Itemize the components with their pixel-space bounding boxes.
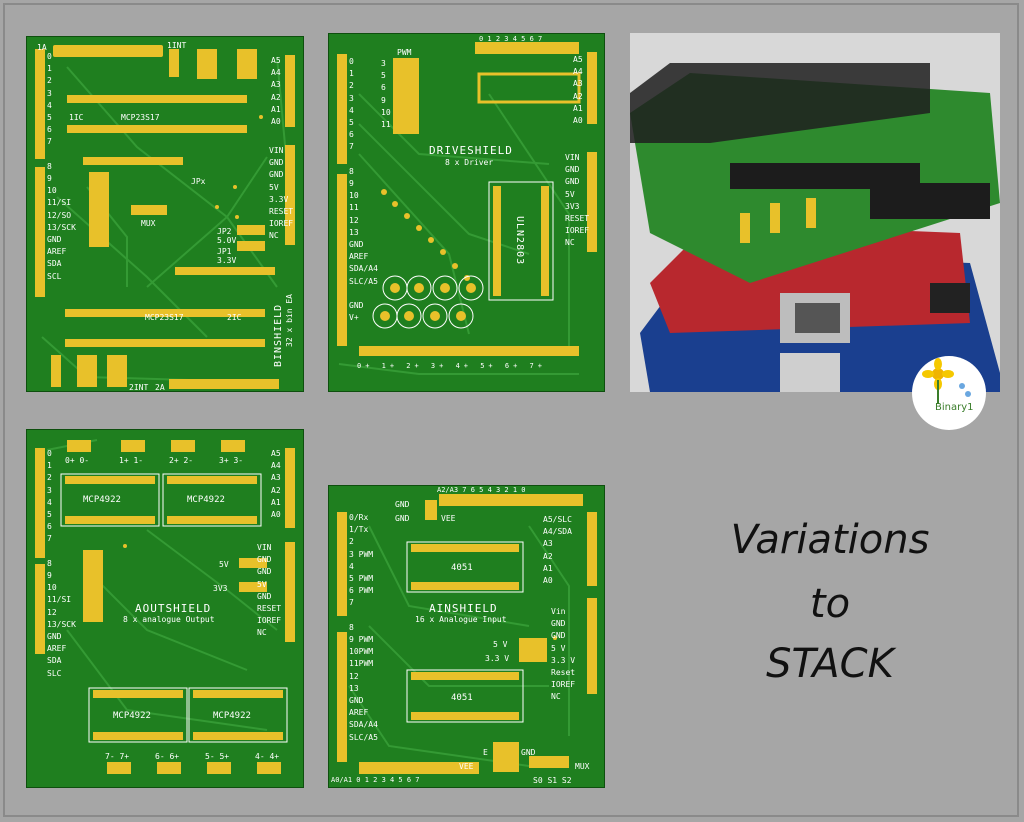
flower-logo-icon <box>922 358 971 404</box>
ainshield-power-pins: Vin GND GND 5 V 3.3 V Reset IOREF NC <box>551 607 576 702</box>
driveshield-bottom-row: 0+ 1+ 2+ 3+ 4+ 5+ 6+ 7+ <box>357 362 546 370</box>
ain-mux-pins: S0 S1 S2 <box>533 776 572 785</box>
aoutshield-left-pins: 0 1 2 3 4 5 6 7 8 9 10 11/SI 12 13/SCK G… <box>47 449 76 678</box>
aoutshield-subtitle: 8 x analogue Output <box>123 615 215 624</box>
aoutshield-board: 0+ 0- 1+ 1- 2+ 2- 3+ 3- MCP4922 MCP4922 … <box>26 429 304 788</box>
binshield-power-pins: VIN GND GND 5V 3.3V RESET IOREF NC <box>269 146 294 241</box>
ainshield-left-pins: 0/Rx 1/Tx 2 3 PWM 4 5 PWM 6 PWM 7 8 9 PW… <box>349 513 378 742</box>
mcp4922-chip-3: MCP4922 <box>113 711 151 721</box>
ain-gnd-label-2: GND <box>395 514 410 523</box>
ain-mux-label: MUX <box>575 762 590 771</box>
stack-illustration <box>630 33 1000 392</box>
ainshield-title: AINSHIELD <box>429 602 498 615</box>
aout-top-label-1: 1+ 1- <box>119 456 144 465</box>
ainshield-board: A2/A3 7 6 5 4 3 2 1 0 GND GND VEE 4051 4… <box>328 485 605 788</box>
aout-bottom-label-1: 6- 6+ <box>155 752 180 761</box>
chip-ref-2: 2IC <box>227 313 242 322</box>
label-jpx: JPx <box>191 177 206 186</box>
driveshield-left-pins: 0 1 2 3 4 5 6 7 8 9 10 11 12 13 GND AREF… <box>349 57 378 323</box>
ainshield-bottom-numbers: A0/A1 0 1 2 3 4 5 6 7 <box>331 776 420 784</box>
aout-top-label-3: 3+ 3- <box>219 456 244 465</box>
ain-e-label: E <box>483 748 488 757</box>
aout-top-label-0: 0+ 0- <box>65 456 90 465</box>
chip-label-bottom: MCP23S17 <box>145 313 184 322</box>
driver-top-numbers: 0 1 2 3 4 5 6 7 <box>479 35 543 43</box>
ainshield-artwork <box>337 494 597 774</box>
chip-label-top: MCP23S17 <box>121 113 160 122</box>
binshield-right-pins: A5 A4 A3 A2 A1 A0 <box>271 56 281 127</box>
uln2803-chip-label: ULN2803 <box>514 216 525 266</box>
mcp4922-chip-1: MCP4922 <box>83 495 121 505</box>
caption-line-2: to <box>809 581 851 627</box>
label-jp2: JP2 5.0V <box>217 227 237 245</box>
ain-vee-label: VEE <box>441 514 456 523</box>
pwm-pin-numbers: 3 5 6 9 10 11 <box>381 59 391 130</box>
label-mux: MUX <box>141 219 156 228</box>
driveshield-title: DRIVESHIELD <box>429 144 513 157</box>
driveshield-power-pins: VIN GND GND 5V 3V3 RESET IOREF NC <box>565 153 590 248</box>
jumper-label-1a: 1A <box>37 43 47 52</box>
mcp4922-chip-2: MCP4922 <box>187 495 225 505</box>
label-2int: 2INT <box>129 383 149 392</box>
aout-bottom-label-2: 5- 5+ <box>205 752 230 761</box>
pwm-label: PWM <box>397 48 412 57</box>
ainshield-subtitle: 16 x Analogue Input <box>415 615 507 624</box>
aoutshield-artwork <box>35 439 295 774</box>
image-frame <box>3 3 1019 817</box>
ain-vee-label-2: VEE <box>459 762 474 771</box>
binary1-logo: Binary1 <box>912 356 986 430</box>
jumper-3v3-label: 3V3 <box>213 584 228 593</box>
driveshield-right-pins: A5 A4 A3 A2 A1 A0 <box>573 55 583 126</box>
binshield-board: 1IC MCP23S17 MCP23S17 2IC 0 1 2 3 4 5 6 … <box>26 36 304 392</box>
logo-text: Binary1 <box>935 402 974 413</box>
driveshield-board: PWM 3 5 6 9 10 11 0 1 2 3 4 5 6 7 0 1 2 … <box>328 33 605 392</box>
jumper-label-1int: 1INT <box>167 41 187 50</box>
ain-chip-2: 4051 <box>451 693 473 703</box>
binshield-title: BINSHIELD <box>273 303 284 367</box>
ain-chip-1: 4051 <box>451 563 473 573</box>
aout-bottom-label-3: 4- 4+ <box>255 752 280 761</box>
driveshield-artwork <box>337 42 597 375</box>
caption-line-3: STACK <box>766 641 894 687</box>
ain-gnd-label-1: GND <box>395 500 410 509</box>
binshield-left-pins: 0 1 2 3 4 5 6 7 8 9 10 11/SI 12/SO 13/SC… <box>47 52 76 281</box>
ain-33v-label: 3.3 V <box>485 654 510 663</box>
ain-gnd-label-3: GND <box>521 748 536 757</box>
ain-5v-label: 5 V <box>493 640 508 649</box>
binshield-subtitle: 32 x bin EA <box>285 294 294 347</box>
stacked-shields-photo <box>630 33 1000 392</box>
jumper-5v-label: 5V <box>219 560 229 569</box>
aoutshield-power-pins: VIN GND GND 5V GND RESET IOREF NC <box>257 543 282 638</box>
aout-top-label-2: 2+ 2- <box>169 456 194 465</box>
aoutshield-title: AOUTSHIELD <box>135 602 212 615</box>
ainshield-right-pins: A5/SLC A4/SDA A3 A2 A1 A0 <box>543 515 572 586</box>
aout-bottom-label-0: 7- 7+ <box>105 752 130 761</box>
binshield-artwork <box>35 45 295 389</box>
label-2a: 2A <box>155 383 165 392</box>
aoutshield-right-pins: A5 A4 A3 A2 A1 A0 <box>271 449 281 520</box>
chip-ref-1: 1IC <box>69 113 84 122</box>
ainshield-top-numbers: A2/A3 7 6 5 4 3 2 1 0 <box>437 486 526 494</box>
caption-line-1: Variations <box>730 517 930 563</box>
mcp4922-chip-4: MCP4922 <box>213 711 251 721</box>
label-jp1: JP1 3.3V <box>217 247 237 265</box>
driveshield-subtitle: 8 x Driver <box>445 158 494 167</box>
